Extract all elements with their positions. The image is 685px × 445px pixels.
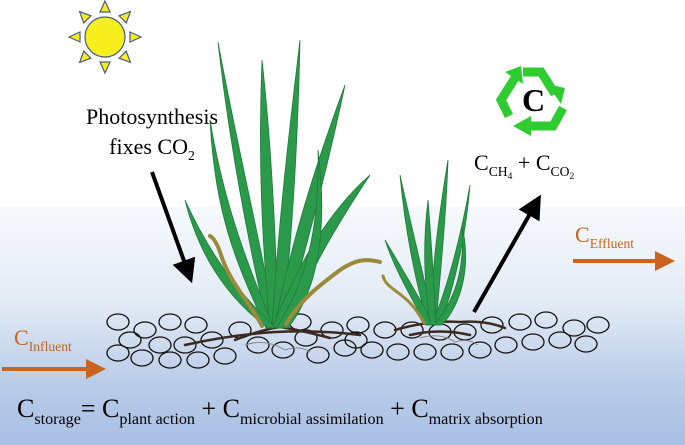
photosynthesis-label: Photosynthesis fixes CO2 <box>68 102 236 165</box>
small-plant <box>384 159 471 326</box>
small-plant-dry-leaves <box>381 274 426 325</box>
large-plant <box>184 39 371 329</box>
emission-arrow <box>472 194 541 313</box>
recycle-carbon-symbol: C <box>522 82 546 118</box>
emission-label: CCH4 + CCO2 <box>474 150 575 183</box>
sun-icon <box>67 0 143 75</box>
recycle-icon <box>495 66 567 136</box>
photosynthesis-line2: fixes CO2 <box>109 134 195 164</box>
photosynthesis-arrow <box>150 171 196 284</box>
photosynthesis-line1: Photosynthesis <box>85 104 219 129</box>
storage-equation: Cstorage= Cplant action + Cmicrobial ass… <box>17 394 543 429</box>
effluent-label: CEffluent <box>575 222 635 252</box>
water-column <box>0 207 685 445</box>
gravel-matrix <box>106 309 610 369</box>
influent-label: CInfluent <box>14 325 72 355</box>
large-plant-dry-leaves <box>208 234 382 328</box>
plant-roots-fine <box>244 335 479 353</box>
